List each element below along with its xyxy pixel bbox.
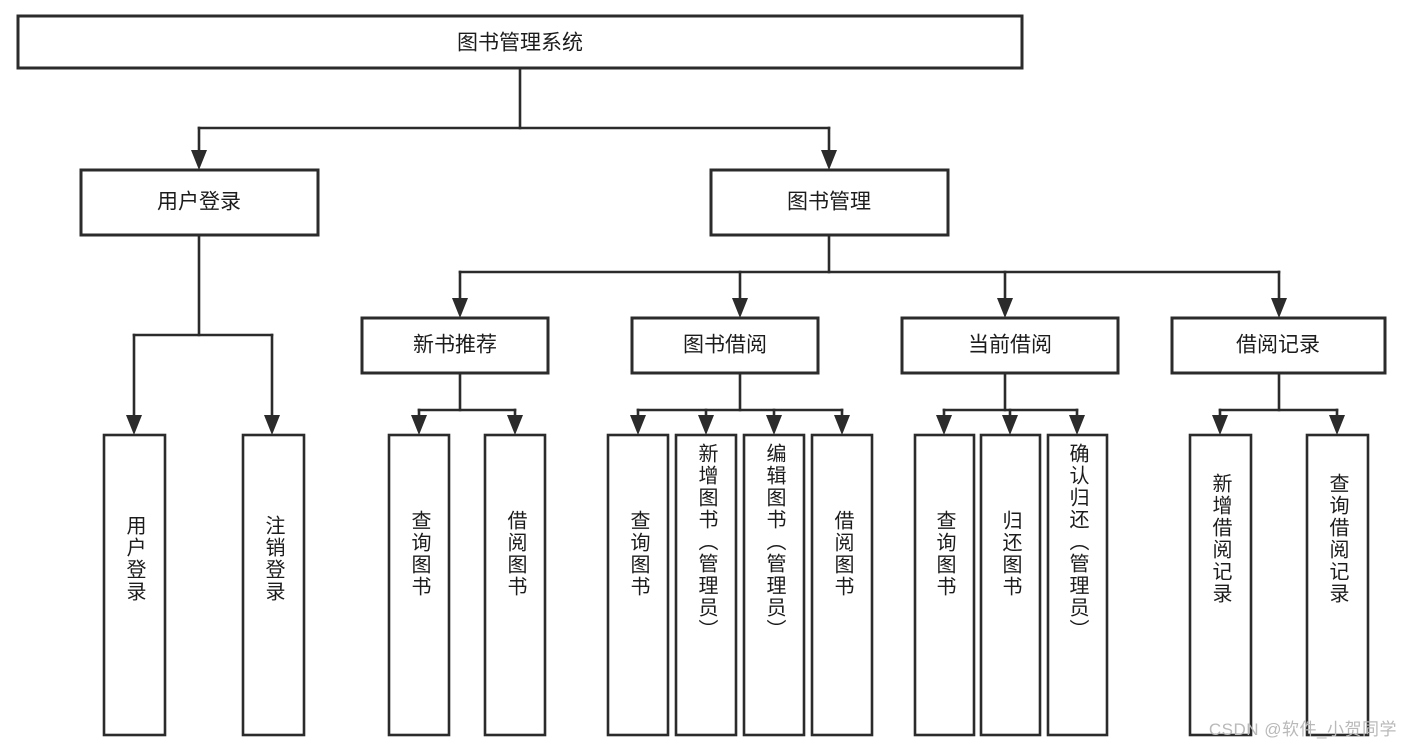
node-leaf-query-book-1-label: 查询图书: [408, 510, 431, 598]
node-leaf-return-book[interactable]: 归还图书: [979, 433, 1042, 737]
node-leaf-logout-login-box[interactable]: [241, 433, 306, 737]
node-leaf-add-book-label: 新增图书（管理员）: [695, 443, 718, 641]
node-leaf-return-book-label: 归还图书: [999, 510, 1022, 598]
arrow-to-user-login: [191, 150, 207, 170]
arrow-leaf-edit-book: [766, 415, 782, 435]
node-user-login-box[interactable]: [79, 168, 320, 237]
node-leaf-query-book-1-box[interactable]: [387, 433, 451, 737]
node-leaf-logout-login-label: 注销登录: [262, 515, 285, 603]
node-new-book-recommend-label: 新书推荐: [413, 334, 497, 357]
node-leaf-query-book-3-box[interactable]: [913, 433, 976, 737]
arrow-leaf-return-book: [1002, 415, 1018, 435]
arrow-leaf-borrow-book-2: [834, 415, 850, 435]
node-new-book-recommend[interactable]: 新书推荐: [360, 316, 550, 375]
node-book-borrow-box[interactable]: [630, 316, 820, 375]
arrow-leaf-query-book-1: [411, 415, 427, 435]
node-current-borrow-box[interactable]: [900, 316, 1120, 375]
node-leaf-query-book-2[interactable]: 查询图书: [606, 433, 670, 737]
node-leaf-borrow-book-1-label: 借阅图书: [504, 510, 527, 598]
node-leaf-logout-login[interactable]: 注销登录: [241, 433, 306, 737]
node-leaf-borrow-book-2-box[interactable]: [810, 433, 874, 737]
node-book-borrow-label: 图书借阅: [683, 334, 767, 357]
node-borrow-records-label: 借阅记录: [1236, 334, 1320, 357]
node-book-manage[interactable]: 图书管理: [709, 168, 950, 237]
node-book-manage-box[interactable]: [709, 168, 950, 237]
node-borrow-records[interactable]: 借阅记录: [1170, 316, 1387, 375]
node-leaf-add-borrow-record-box[interactable]: [1188, 433, 1253, 737]
node-user-login-label: 用户登录: [157, 191, 241, 214]
node-leaf-query-borrow-record-box[interactable]: [1305, 433, 1370, 737]
arrow-to-current-borrow: [997, 298, 1013, 318]
arrow-leaf-add-borrow-record: [1212, 415, 1228, 435]
node-leaf-add-borrow-record[interactable]: 新增借阅记录: [1188, 433, 1253, 737]
node-borrow-records-box[interactable]: [1170, 316, 1387, 375]
node-root-box[interactable]: [16, 14, 1024, 70]
arrow-leaf-query-borrow-record: [1329, 415, 1345, 435]
edge-layer: [126, 66, 1345, 435]
arrow-leaf-add-book: [698, 415, 714, 435]
node-leaf-edit-book-box[interactable]: [742, 433, 806, 737]
node-leaf-add-book[interactable]: 新增图书（管理员）: [674, 433, 738, 737]
arrow-leaf-query-book-3: [936, 415, 952, 435]
arrow-leaf-logout-login: [264, 415, 280, 435]
arrow-leaf-user-login: [126, 415, 142, 435]
node-root[interactable]: 图书管理系统: [16, 14, 1024, 70]
node-leaf-query-book-1[interactable]: 查询图书: [387, 433, 451, 737]
node-leaf-confirm-return-box[interactable]: [1046, 433, 1109, 737]
node-leaf-user-login[interactable]: 用户登录: [102, 433, 167, 737]
node-leaf-user-login-label: 用户登录: [123, 515, 146, 603]
arrow-to-new-book-rec: [452, 298, 468, 318]
node-book-manage-label: 图书管理: [787, 191, 871, 214]
node-leaf-edit-book-label: 编辑图书（管理员）: [763, 443, 786, 641]
node-user-login[interactable]: 用户登录: [79, 168, 320, 237]
node-leaf-borrow-book-1-box[interactable]: [483, 433, 547, 737]
arrow-leaf-query-book-2: [630, 415, 646, 435]
node-leaf-query-book-3-label: 查询图书: [933, 510, 956, 598]
node-current-borrow[interactable]: 当前借阅: [900, 316, 1120, 375]
arrow-to-book-borrow: [732, 298, 748, 318]
node-leaf-query-borrow-record[interactable]: 查询借阅记录: [1305, 433, 1370, 737]
node-leaf-confirm-return[interactable]: 确认归还（管理员）: [1046, 433, 1109, 737]
node-leaf-return-book-box[interactable]: [979, 433, 1042, 737]
node-leaf-borrow-book-2-label: 借阅图书: [831, 510, 854, 598]
node-leaf-user-login-box[interactable]: [102, 433, 167, 737]
node-root-label: 图书管理系统: [457, 32, 583, 55]
node-leaf-confirm-return-label: 确认归还（管理员）: [1066, 443, 1089, 641]
node-leaf-add-borrow-record-label: 新增借阅记录: [1209, 473, 1232, 605]
node-leaf-borrow-book-2[interactable]: 借阅图书: [810, 433, 874, 737]
node-new-book-recommend-box[interactable]: [360, 316, 550, 375]
arrow-leaf-borrow-book-1: [507, 415, 523, 435]
node-book-borrow[interactable]: 图书借阅: [630, 316, 820, 375]
node-leaf-query-book-2-label: 查询图书: [627, 510, 650, 598]
node-leaf-query-borrow-record-label: 查询借阅记录: [1326, 473, 1349, 605]
node-leaf-edit-book[interactable]: 编辑图书（管理员）: [742, 433, 806, 737]
node-leaf-query-book-3[interactable]: 查询图书: [913, 433, 976, 737]
node-leaf-query-book-2-box[interactable]: [606, 433, 670, 737]
node-current-borrow-label: 当前借阅: [968, 334, 1052, 357]
node-leaf-add-book-box[interactable]: [674, 433, 738, 737]
arrow-to-book-manage: [821, 150, 837, 170]
node-leaf-borrow-book-1[interactable]: 借阅图书: [483, 433, 547, 737]
arrow-leaf-confirm-return: [1069, 415, 1085, 435]
arrow-to-borrow-records: [1271, 298, 1287, 318]
